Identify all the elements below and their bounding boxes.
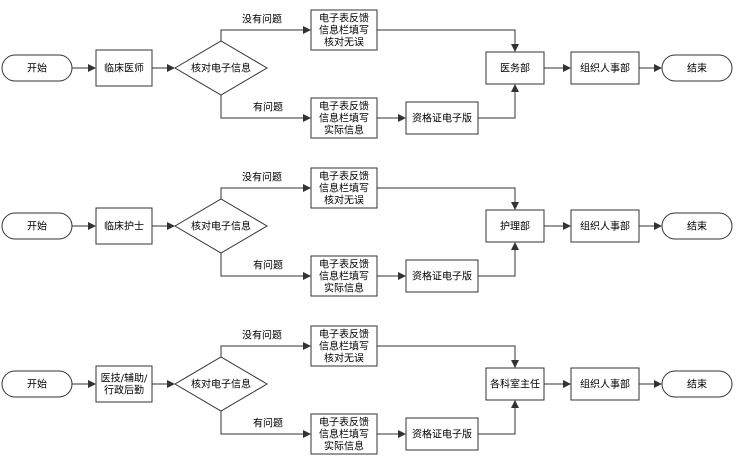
cert-label: 资格证电子版 bbox=[412, 112, 472, 125]
role-label: 医技/辅助/ bbox=[101, 372, 148, 385]
hr-label: 组织人事部 bbox=[580, 378, 630, 391]
decision-label: 核对电子信息 bbox=[191, 378, 251, 391]
role-box bbox=[95, 49, 153, 87]
issue-feedback-label: 信息栏填写 bbox=[319, 270, 369, 283]
cert-box bbox=[405, 417, 479, 451]
no-issue-feedback-label: 核对无误 bbox=[324, 194, 364, 207]
role-label: 临床护士 bbox=[104, 220, 144, 233]
connector-issue bbox=[220, 411, 311, 438]
issue-label: 有问题 bbox=[253, 259, 283, 272]
start-label: 开始 bbox=[27, 378, 47, 391]
hr-box bbox=[570, 367, 640, 401]
flow-row-3: 开始医技/辅助/行政后勤核对电子信息没有问题电子表反馈信息栏填写核对无误有问题电… bbox=[1, 325, 733, 455]
no-issue-feedback-label: 电子表反馈 bbox=[319, 328, 369, 341]
no-issue-feedback-label: 信息栏填写 bbox=[319, 24, 369, 37]
connector-no-issue-dept bbox=[377, 29, 519, 52]
no-issue-feedback-label: 信息栏填写 bbox=[319, 182, 369, 195]
issue-feedback-box bbox=[310, 97, 378, 139]
end-terminator bbox=[661, 54, 733, 82]
no-issue-feedback-label: 核对无误 bbox=[324, 352, 364, 365]
no-issue-feedback-label: 信息栏填写 bbox=[319, 340, 369, 353]
dept-label: 护理部 bbox=[500, 220, 530, 233]
cert-box bbox=[405, 259, 479, 293]
no-issue-feedback-box bbox=[310, 9, 378, 51]
role-box bbox=[95, 207, 153, 245]
hr-box bbox=[570, 209, 640, 243]
decision-label: 核对电子信息 bbox=[191, 62, 251, 75]
no-issue-label: 没有问题 bbox=[242, 171, 282, 184]
no-issue-label: 没有问题 bbox=[242, 329, 282, 342]
issue-label: 有问题 bbox=[253, 417, 283, 430]
issue-feedback-label: 电子表反馈 bbox=[319, 100, 369, 113]
role-box bbox=[95, 365, 153, 403]
connector-no-issue-dept bbox=[377, 345, 519, 368]
issue-feedback-label: 电子表反馈 bbox=[319, 416, 369, 429]
flow-row-2: 开始临床护士核对电子信息没有问题电子表反馈信息栏填写核对无误有问题电子表反馈信息… bbox=[1, 167, 733, 297]
connector-issue bbox=[220, 253, 311, 280]
issue-label: 有问题 bbox=[253, 101, 283, 114]
connector-issue bbox=[220, 95, 311, 122]
decision-diamond bbox=[174, 356, 268, 412]
role-label: 行政后勤 bbox=[104, 384, 144, 397]
no-issue-label: 没有问题 bbox=[242, 13, 282, 26]
end-terminator bbox=[661, 370, 733, 398]
cert-label: 资格证电子版 bbox=[412, 428, 472, 441]
issue-feedback-label: 电子表反馈 bbox=[319, 258, 369, 271]
issue-feedback-label: 实际信息 bbox=[324, 282, 364, 295]
cert-label: 资格证电子版 bbox=[412, 270, 472, 283]
connector-no-issue bbox=[220, 184, 311, 199]
end-label: 结束 bbox=[687, 220, 707, 233]
decision-diamond bbox=[174, 198, 268, 254]
cert-box bbox=[405, 101, 479, 135]
hr-label: 组织人事部 bbox=[580, 62, 630, 75]
no-issue-feedback-box bbox=[310, 325, 378, 367]
issue-feedback-box bbox=[310, 255, 378, 297]
flow-row-1: 开始临床医师核对电子信息没有问题电子表反馈信息栏填写核对无误有问题电子表反馈信息… bbox=[1, 9, 733, 139]
hr-label: 组织人事部 bbox=[580, 220, 630, 233]
decision-diamond bbox=[174, 40, 268, 96]
no-issue-feedback-label: 电子表反馈 bbox=[319, 12, 369, 25]
no-issue-feedback-label: 电子表反馈 bbox=[319, 170, 369, 183]
role-label: 临床医师 bbox=[104, 62, 144, 75]
end-terminator bbox=[661, 212, 733, 240]
connector-no-issue bbox=[220, 342, 311, 357]
issue-feedback-label: 信息栏填写 bbox=[319, 428, 369, 441]
dept-label: 医务部 bbox=[500, 62, 530, 75]
dept-label: 各科室主任 bbox=[490, 378, 540, 391]
connector-cert-dept bbox=[478, 242, 519, 277]
connector-cert-dept bbox=[478, 84, 519, 119]
issue-feedback-label: 信息栏填写 bbox=[319, 112, 369, 125]
issue-feedback-label: 实际信息 bbox=[324, 124, 364, 137]
start-label: 开始 bbox=[27, 62, 47, 75]
end-label: 结束 bbox=[687, 62, 707, 75]
no-issue-feedback-label: 核对无误 bbox=[324, 36, 364, 49]
connector-no-issue-dept bbox=[377, 187, 519, 210]
decision-label: 核对电子信息 bbox=[191, 220, 251, 233]
connector-cert-dept bbox=[478, 400, 519, 435]
end-label: 结束 bbox=[687, 378, 707, 391]
issue-feedback-box bbox=[310, 413, 378, 455]
issue-feedback-label: 实际信息 bbox=[324, 440, 364, 453]
start-label: 开始 bbox=[27, 220, 47, 233]
connector-no-issue bbox=[220, 26, 311, 41]
